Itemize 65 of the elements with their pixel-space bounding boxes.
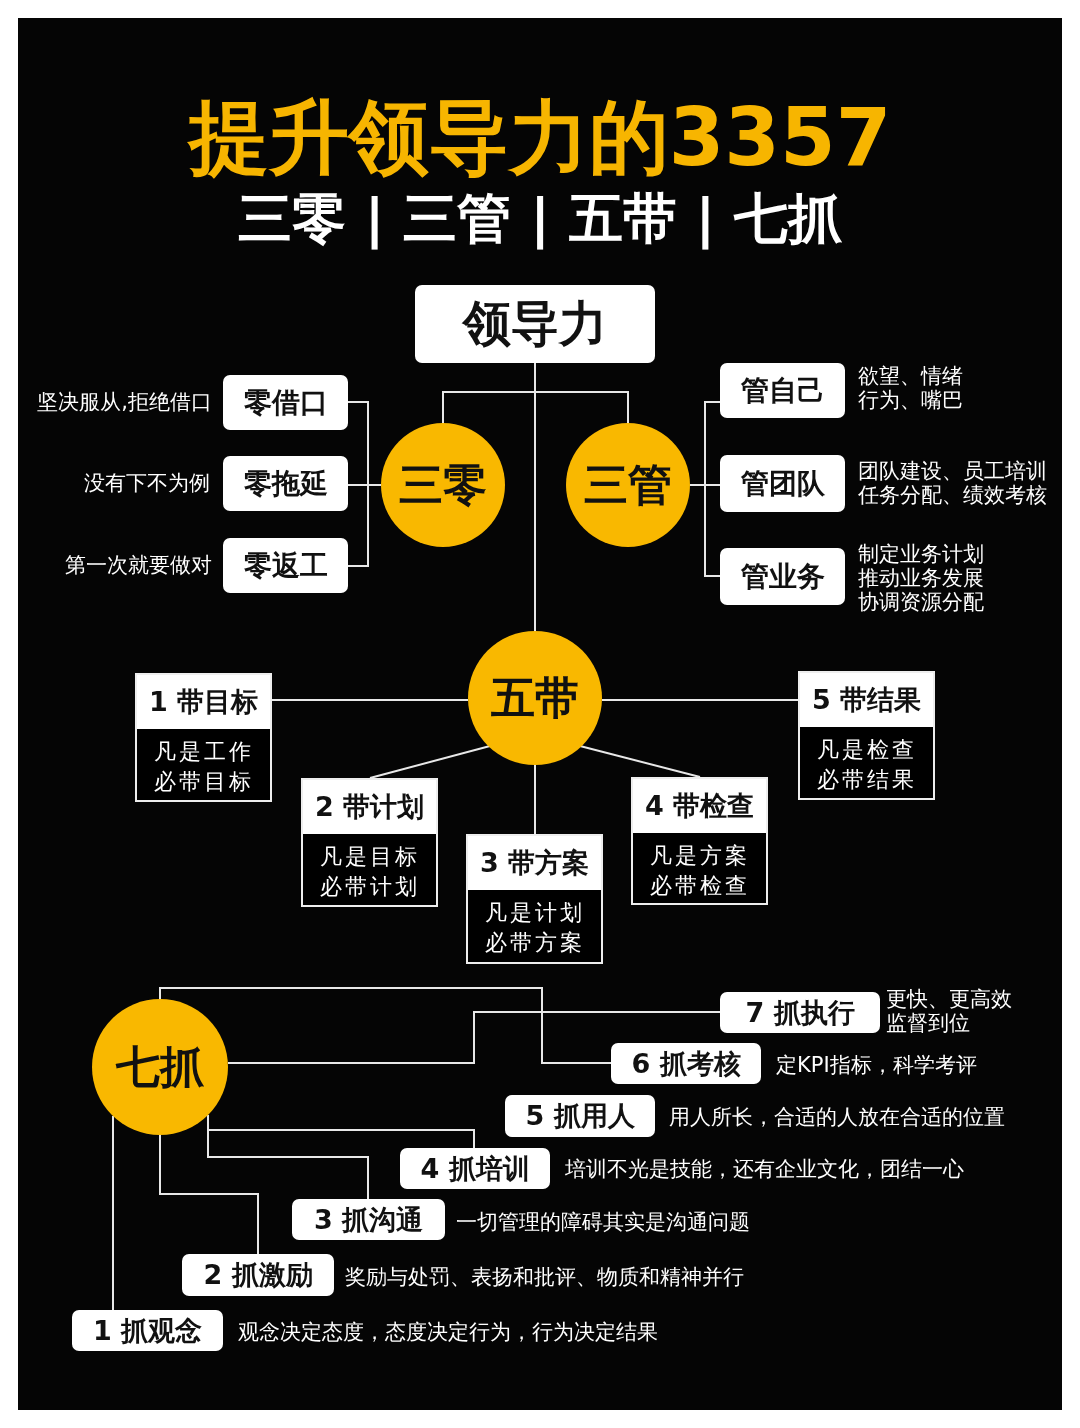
description-text: 坚决服从,拒绝借口 (37, 390, 212, 414)
connector-line (159, 1134, 259, 1255)
label-box: 领导力 (415, 285, 655, 363)
card (798, 671, 935, 800)
card (301, 778, 438, 907)
card-body: 凡是计划必带方案 (484, 899, 585, 957)
label-box: 7 抓执行 (720, 992, 880, 1033)
card-body: 凡是方案必带检查 (649, 842, 750, 900)
label-box: 2 抓激励 (182, 1254, 334, 1296)
card (466, 834, 603, 964)
card-title: 4 带检查 (633, 779, 766, 833)
description-text: 监督到位 (886, 1011, 970, 1035)
label-box: 5 抓用人 (505, 1095, 655, 1137)
connector-line (534, 764, 536, 835)
connector-line (689, 484, 721, 577)
description-text: 一切管理的障碍其实是沟通问题 (456, 1210, 750, 1234)
circle-badge: 七抓 (92, 999, 228, 1135)
connector-line (601, 699, 799, 701)
card-title: 1 带目标 (137, 675, 270, 729)
circle-badge: 三零 (381, 423, 505, 547)
label-box: 零返工 (223, 538, 348, 593)
connector-line (271, 699, 469, 701)
description-text: 用人所长，合适的人放在合适的位置 (669, 1105, 1005, 1129)
connector-line (369, 745, 491, 779)
subtitle: 三零 | 三管 | 五带 | 七抓 (237, 186, 843, 252)
description-text: 培训不光是技能，还有企业文化，团结一心 (565, 1157, 964, 1181)
label-box: 管团队 (720, 455, 845, 512)
description-text: 定KPI指标，科学考评 (776, 1053, 977, 1077)
card-body: 凡是目标必带计划 (319, 843, 420, 901)
label-box: 6 抓考核 (611, 1043, 761, 1084)
card (135, 673, 272, 802)
description-text: 更快、更高效 (886, 987, 1012, 1011)
description-text: 第一次就要做对 (65, 553, 212, 577)
card (631, 777, 768, 905)
description-text: 团队建设、员工培训 (858, 459, 1047, 483)
description-text: 奖励与处罚、表扬和批评、物质和精神并行 (345, 1265, 744, 1289)
description-text: 任务分配、绩效考核 (858, 483, 1047, 507)
circle-badge: 五带 (468, 631, 602, 765)
connector-line (534, 362, 536, 632)
description-text: 制定业务计划 (858, 542, 984, 566)
label-box: 3 抓沟通 (292, 1199, 445, 1240)
description-text: 没有下不为例 (84, 471, 210, 495)
label-box: 零拖延 (223, 456, 348, 511)
description-text: 观念决定态度，态度决定行为，行为决定结果 (238, 1320, 658, 1344)
description-text: 行为、嘴巴 (858, 388, 963, 412)
connector-line (579, 745, 701, 778)
description-text: 协调资源分配 (858, 590, 984, 614)
card-body: 凡是工作必带目标 (153, 738, 254, 796)
connector-line (347, 484, 382, 567)
label-box: 零借口 (223, 375, 348, 430)
title: 提升领导力的3357 (186, 90, 893, 186)
description-text: 欲望、情绪 (858, 364, 963, 388)
card-title: 2 带计划 (303, 780, 436, 834)
connector-line (227, 1011, 721, 1064)
card-title: 5 带结果 (800, 673, 933, 727)
card-body: 凡是检查必带结果 (816, 736, 917, 794)
label-box: 1 抓观念 (72, 1310, 223, 1351)
circle-badge: 三管 (566, 423, 690, 547)
card-title: 3 带方案 (468, 836, 601, 890)
description-text: 推动业务发展 (858, 566, 984, 590)
label-box: 管业务 (720, 548, 845, 605)
connector-line (112, 1115, 114, 1311)
label-box: 管自己 (720, 363, 845, 418)
connector-line (159, 987, 612, 1064)
label-box: 4 抓培训 (400, 1148, 550, 1189)
